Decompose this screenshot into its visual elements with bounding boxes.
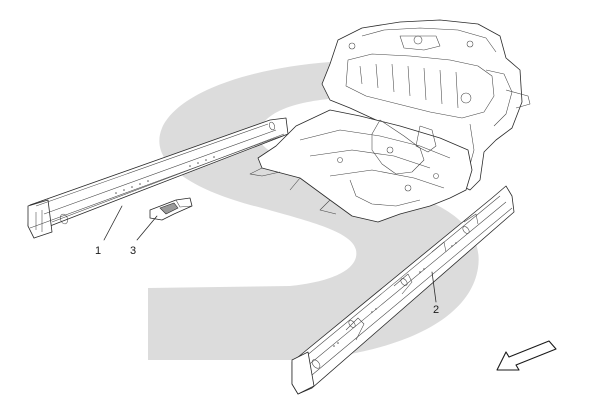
leader-line-3 [136, 215, 158, 241]
part-1-left-sill [27, 117, 289, 239]
leader-line-1 [103, 205, 123, 241]
leader-line-2 [431, 271, 437, 303]
callout-1: 1 [95, 245, 101, 257]
part-3-bracket [149, 197, 193, 221]
body-shell-assembly [249, 19, 531, 223]
arrow-down-left-icon [496, 340, 557, 371]
sill-2-rivets [333, 242, 457, 347]
leader-lines [103, 205, 437, 303]
part-2-right-sill [291, 185, 515, 395]
callout-2: 2 [433, 304, 439, 316]
callout-3: 3 [130, 245, 136, 257]
sill-1-rivets [115, 156, 215, 194]
